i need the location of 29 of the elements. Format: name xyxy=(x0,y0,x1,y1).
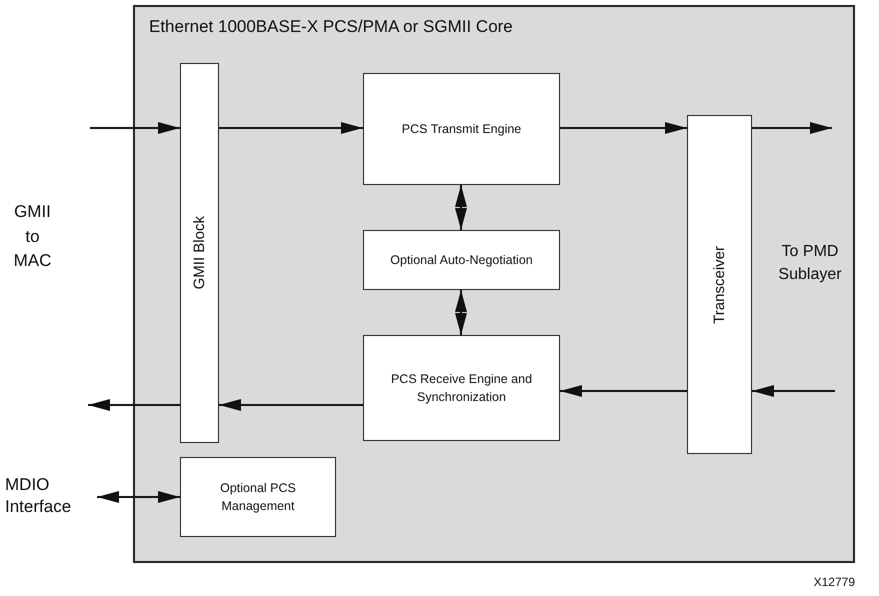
arrow xyxy=(560,122,687,134)
box-label: PCS Receive Engine and Synchronization xyxy=(390,370,534,406)
arrow xyxy=(219,122,363,134)
process-box xyxy=(180,457,336,537)
arrow xyxy=(752,385,835,397)
arrow xyxy=(90,122,180,134)
vertical-block xyxy=(180,63,219,443)
interface-label: GMII to MAC xyxy=(12,201,52,272)
vertical-block xyxy=(687,115,752,454)
interface-label: To PMD Sublayer xyxy=(777,242,843,286)
arrow xyxy=(219,399,363,411)
arrow xyxy=(752,122,832,134)
box-label: Optional Auto-Negotiation xyxy=(389,252,534,269)
block-label: GMII Block xyxy=(191,216,208,290)
interface-label: MDIO Interface xyxy=(5,474,97,520)
arrow xyxy=(88,399,180,411)
core-title: Ethernet 1000BASE-X PCS/PMA or SGMII Core xyxy=(149,17,513,37)
figure-number: X12779 xyxy=(812,574,855,591)
arrow xyxy=(455,185,467,230)
arrow xyxy=(97,491,180,503)
core-block xyxy=(133,5,855,563)
arrow xyxy=(455,290,467,335)
process-box xyxy=(363,73,560,185)
box-label: Optional PCS Management xyxy=(219,480,297,515)
process-box xyxy=(363,230,560,290)
process-box xyxy=(363,335,560,441)
arrow xyxy=(560,385,687,397)
block-label: Transceiver xyxy=(711,246,728,324)
box-label: PCS Transmit Engine xyxy=(400,120,522,138)
